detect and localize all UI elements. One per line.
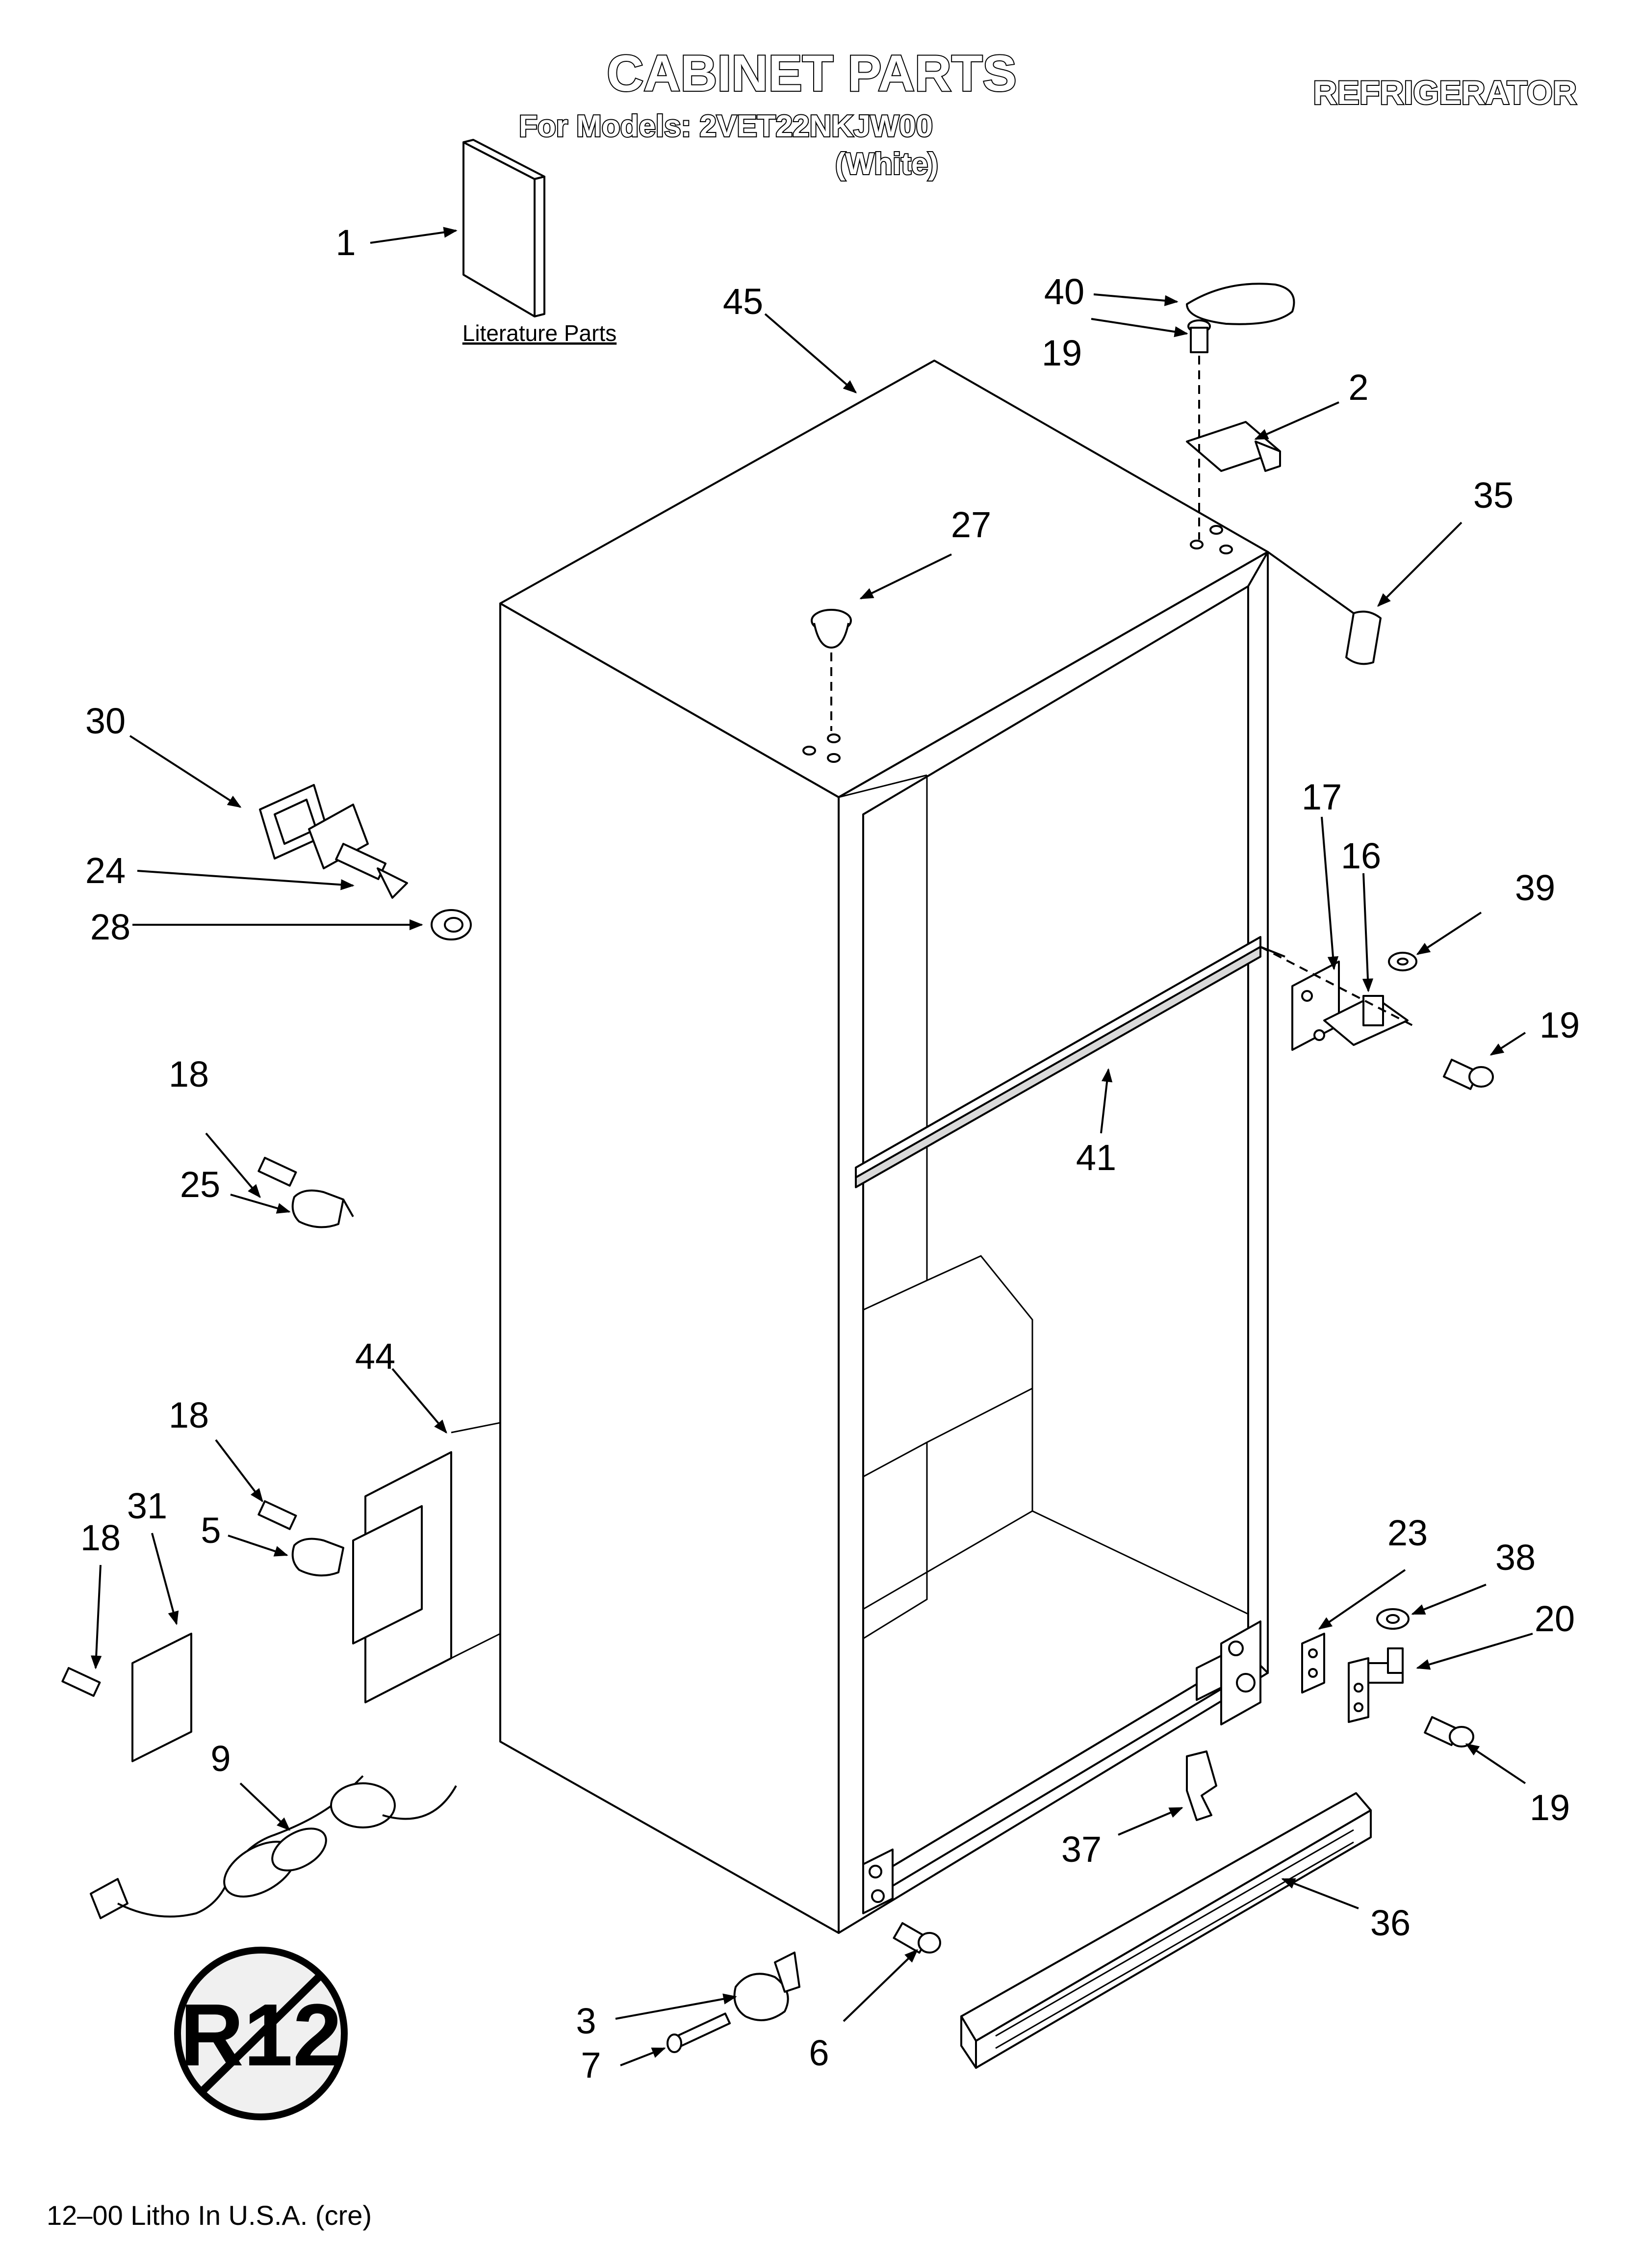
clamp-screw-icon-b [257, 1500, 297, 1530]
callout-7: 7 [581, 2045, 601, 2086]
callout-17: 17 [1302, 777, 1342, 817]
callout-41: 41 [1076, 1137, 1116, 1178]
wire-clamp-icon-a [291, 1189, 354, 1228]
refrigerator-cabinet [451, 360, 1269, 1934]
hinge-cap-icon [1267, 551, 1382, 665]
callout-38: 38 [1495, 1537, 1536, 1578]
callout-31: 31 [127, 1486, 167, 1526]
callout-18-upper: 18 [169, 1054, 209, 1095]
access-cover-icon [131, 1633, 192, 1762]
leg-screw-icon [893, 1922, 941, 1954]
lower-hinge-washer-icon [1376, 1608, 1410, 1630]
clamp-screw-icon-a [257, 1157, 297, 1187]
lower-hinge-screw-icon [1424, 1716, 1474, 1747]
callout-30: 30 [85, 701, 126, 741]
callout-6: 6 [809, 2033, 829, 2073]
back-panel-icon [352, 1451, 452, 1703]
callout-27: 27 [951, 504, 991, 545]
callout-37: 37 [1061, 1829, 1102, 1870]
callout-23: 23 [1387, 1512, 1428, 1553]
top-hinge-icon [1186, 356, 1281, 540]
category-label: REFRIGERATOR [1313, 74, 1577, 111]
hinge-cover-icon [1186, 283, 1295, 325]
leader-lines [91, 227, 1533, 2066]
page-title: CABINET PARTS [607, 45, 1017, 102]
literature-parts-label: Literature Parts [462, 320, 616, 346]
literature-book-icon [462, 139, 545, 317]
callout-24: 24 [85, 850, 126, 891]
callout-28: 28 [90, 907, 130, 947]
lower-hinge-area [862, 1620, 1261, 1914]
models-line: For Models: 2VET22NKJW00 [519, 109, 933, 143]
center-hinge-icon [1260, 946, 1413, 1046]
litho-footer: 12–00 Litho In U.S.A. (cre) [47, 2200, 372, 2231]
center-hinge-washer-icon [1388, 952, 1417, 971]
callout-2: 2 [1348, 367, 1368, 408]
callout-19-top: 19 [1042, 333, 1082, 373]
callout-18-middle: 18 [169, 1395, 209, 1435]
callout-25: 25 [180, 1164, 220, 1205]
callout-numbers: 1 45 40 19 2 35 27 30 24 28 17 16 39 19 … [80, 222, 1580, 2086]
grille-clip-icon [1186, 1750, 1217, 1821]
callout-9: 9 [210, 1738, 231, 1779]
color-line: (White) [835, 147, 938, 181]
power-cord-icon [90, 1775, 457, 1919]
roller-pin-icon [667, 2012, 731, 2053]
callout-45: 45 [723, 281, 763, 322]
callout-19-center: 19 [1539, 1005, 1580, 1045]
lower-hinge-shim-icon [1301, 1633, 1325, 1694]
callout-35: 35 [1473, 475, 1514, 516]
callout-36: 36 [1370, 1903, 1411, 1943]
wire-clamp-icon-b [291, 1538, 344, 1577]
callout-19-lower: 19 [1530, 1787, 1570, 1828]
plug-button-icon [811, 609, 852, 731]
callout-39: 39 [1515, 867, 1555, 908]
callout-20: 20 [1535, 1598, 1575, 1639]
leveling-leg-icon [733, 1952, 800, 2021]
no-r12-badge: R12 [174, 1947, 348, 2120]
callout-16: 16 [1341, 835, 1381, 876]
bushing-icon [431, 909, 472, 940]
toe-grille-icon [960, 1792, 1372, 2069]
callout-40: 40 [1044, 271, 1084, 312]
callout-18-lower: 18 [80, 1517, 121, 1558]
cover-screw-icon [61, 1667, 101, 1697]
lower-hinge-icon [1348, 1647, 1404, 1723]
center-hinge-screw-icon [1442, 1058, 1494, 1090]
thermostat-knob-icon [308, 804, 408, 899]
callout-1: 1 [335, 222, 356, 263]
callout-44: 44 [355, 1336, 395, 1377]
callout-5: 5 [201, 1510, 221, 1551]
top-hinge-screw-icon [1187, 319, 1211, 353]
callout-3: 3 [576, 2001, 596, 2041]
